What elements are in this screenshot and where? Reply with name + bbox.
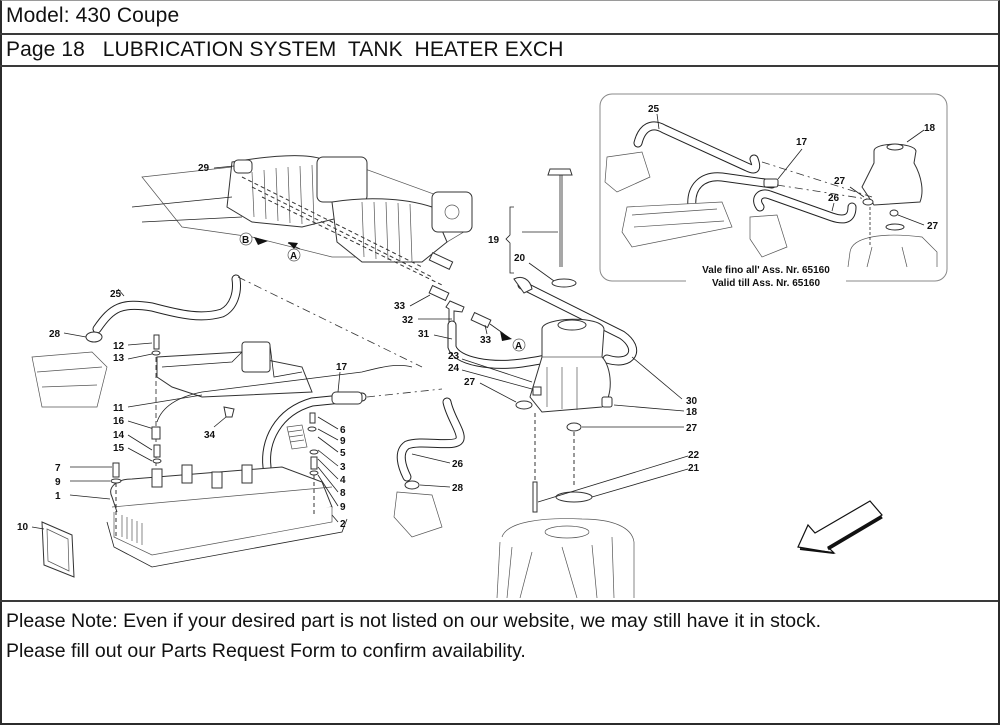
bracket-11: 12 13 11 (113, 334, 313, 467)
label-19: 19 (488, 235, 500, 246)
pipe-fittings: 33 32 33 31 A (394, 252, 555, 369)
label-21: 21 (688, 463, 700, 474)
label-33b: 33 (480, 335, 492, 346)
label-18: 18 (686, 407, 698, 418)
label-9b: 9 (340, 436, 346, 447)
oil-tank: 18 23 24 27 27 (448, 318, 698, 507)
parts-diagram: 29 B A 19 20 25 28 12 (2, 67, 998, 599)
label-11: 11 (113, 403, 124, 414)
label-22: 22 (688, 450, 700, 461)
heater-hose-17: 17 16 14 15 34 (113, 362, 443, 472)
inset-label-27b: 27 (927, 221, 939, 232)
label-2: 2 (340, 519, 346, 530)
inset-detail: Vale fino all' Ass. Nr. 65160 Valid till… (599, 93, 948, 292)
page-title: Page 18 LUBRICATION SYSTEM TANK HEATER E… (6, 38, 564, 61)
label-1: 1 (55, 491, 61, 502)
label-3: 3 (340, 462, 346, 473)
hose-25: 25 28 (31, 274, 423, 408)
label-16: 16 (113, 416, 125, 427)
label-10: 10 (17, 522, 29, 533)
label-25: 25 (110, 289, 122, 300)
label-15: 15 (113, 443, 125, 454)
label-32: 32 (402, 315, 414, 326)
label-20: 20 (514, 253, 526, 264)
label-14: 14 (113, 430, 125, 441)
inset-caption-it: Vale fino all' Ass. Nr. 65160 (702, 265, 830, 276)
label-34: 34 (204, 430, 216, 441)
label-23: 23 (448, 351, 460, 362)
label-8: 8 (340, 488, 346, 499)
intake-manifold: 29 B A (131, 155, 473, 286)
label-28b: 28 (452, 483, 464, 494)
engine-block: 22 21 (496, 450, 700, 599)
label-27b: 27 (686, 423, 698, 434)
label-31: 31 (418, 329, 430, 340)
hose-26: 26 28 (393, 397, 465, 538)
label-27a: 27 (464, 377, 476, 388)
inset-label-26: 26 (828, 193, 840, 204)
note-line-2: Please fill out our Parts Request Form t… (6, 640, 526, 662)
label-4: 4 (340, 475, 346, 486)
label-17: 17 (336, 362, 348, 373)
label-6: 6 (340, 425, 346, 436)
marker-b: B (242, 235, 249, 246)
inset-label-27a: 27 (834, 176, 846, 187)
marker-a2: A (515, 341, 522, 352)
label-33a: 33 (394, 301, 406, 312)
model-title: Model: 430 Coupe (6, 4, 180, 27)
label-12: 12 (113, 341, 125, 352)
label-13: 13 (113, 353, 125, 364)
dipstick: 19 20 (488, 168, 577, 288)
heat-exchanger: 10 7 9 1 6 9 5 3 4 8 9 2 (17, 412, 348, 578)
label-7: 7 (55, 463, 61, 474)
hose-30: 30 (513, 276, 698, 407)
label-5: 5 (340, 448, 346, 459)
label-29: 29 (198, 163, 210, 174)
label-24: 24 (448, 363, 460, 374)
inset-caption-en: Valid till Ass. Nr. 65160 (712, 278, 820, 289)
label-30: 30 (686, 396, 698, 407)
note-line-1: Please Note: Even if your desired part i… (6, 610, 822, 632)
label-9a: 9 (55, 477, 61, 488)
model-header: Model: 430 Coupe (0, 0, 998, 35)
label-26: 26 (452, 459, 464, 470)
label-9c: 9 (340, 502, 346, 513)
inset-label-17: 17 (796, 137, 808, 148)
inset-label-25: 25 (648, 104, 660, 115)
inset-label-18: 18 (924, 123, 936, 134)
direction-arrow-icon (797, 500, 883, 554)
marker-a: A (290, 251, 297, 262)
stock-note: Please Note: Even if your desired part i… (0, 600, 998, 728)
label-28: 28 (49, 329, 61, 340)
page-header: Page 18 LUBRICATION SYSTEM TANK HEATER E… (0, 35, 998, 67)
